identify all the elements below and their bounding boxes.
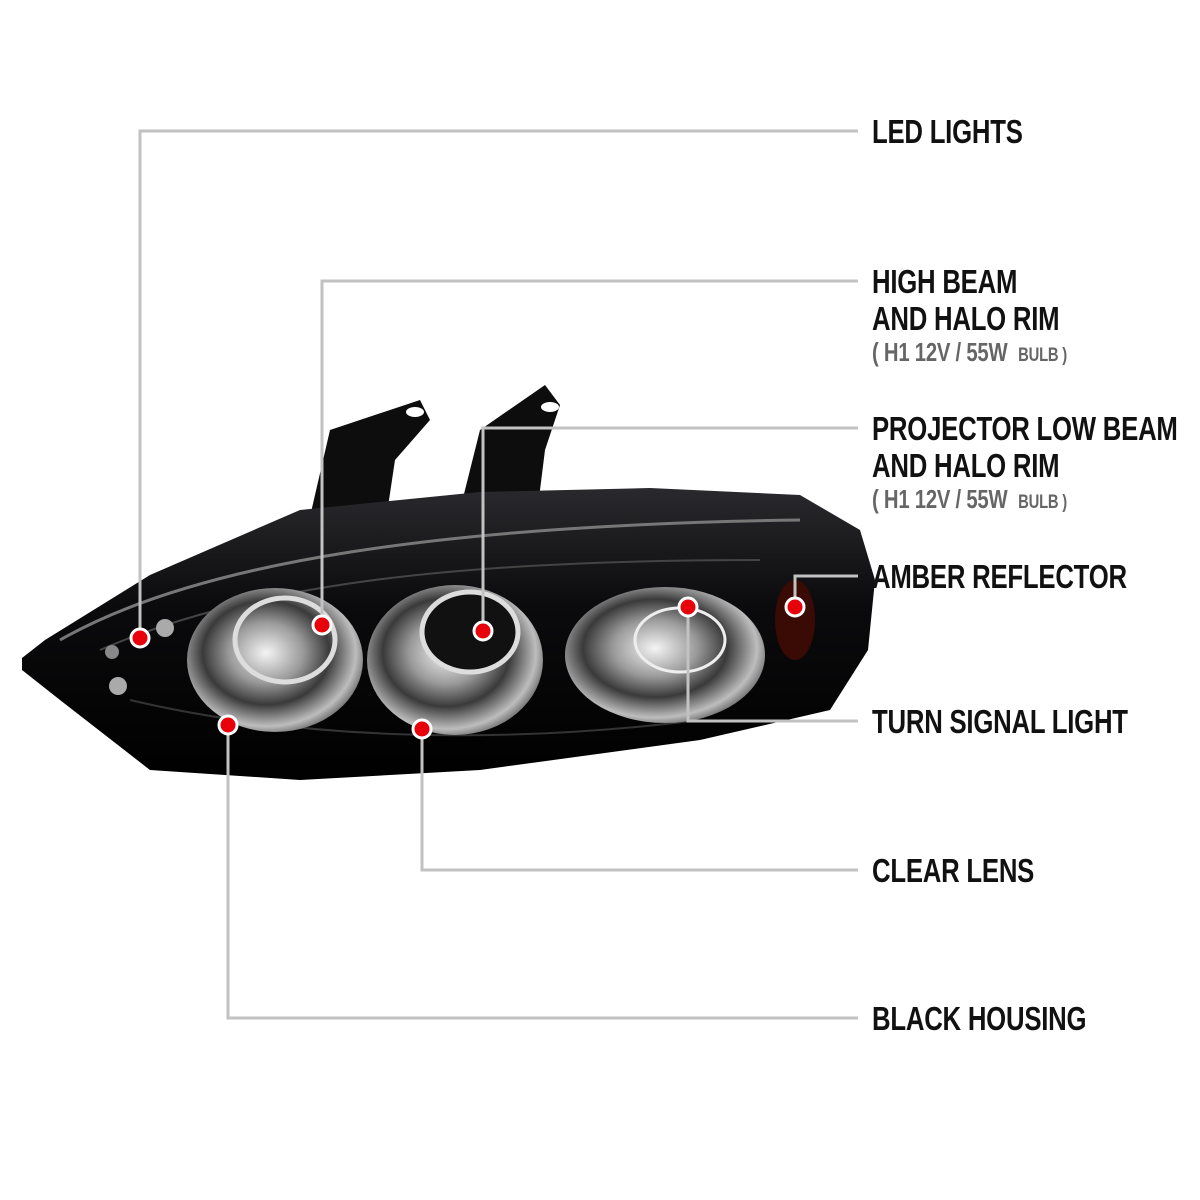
label-text: AND HALO RIM: [872, 447, 1060, 484]
marker-amber: [784, 596, 806, 618]
label-text: LED LIGHTS: [872, 113, 1023, 150]
spec-text: ( H1 12V / 55W: [872, 484, 1008, 514]
bulb-spec: ( H1 12V / 55W BULB ): [872, 337, 1067, 371]
label-text: HIGH BEAM: [872, 263, 1018, 300]
label-projector-low-beam: PROJECTOR LOW BEAM AND HALO RIM ( H1 12V…: [872, 410, 1178, 518]
label-text: AND HALO RIM: [872, 300, 1060, 337]
label-text: TURN SIGNAL LIGHT: [872, 703, 1128, 740]
leader-line-turn-signal: [686, 607, 858, 723]
leader-line-black-housing: [226, 725, 858, 1020]
label-led-lights: LED LIGHTS: [872, 113, 1023, 150]
label-black-housing: BLACK HOUSING: [872, 1000, 1087, 1037]
leader-line-high-beam: [320, 279, 858, 625]
label-text: AMBER REFLECTOR: [872, 558, 1127, 595]
marker-projector: [472, 620, 494, 642]
bulb-text: BULB ): [1018, 492, 1067, 513]
label-turn-signal: TURN SIGNAL LIGHT: [872, 703, 1128, 740]
amber-reflector-shape: [775, 580, 815, 660]
label-text: CLEAR LENS: [872, 852, 1035, 889]
leader-line-clear-lens: [420, 729, 858, 872]
spec-text: ( H1 12V / 55W: [872, 337, 1008, 367]
bulb-spec: ( H1 12V / 55W BULB ): [872, 484, 1178, 518]
marker-black-housing: [217, 714, 239, 736]
led-light: [156, 619, 174, 637]
turn-signal-lens: [565, 587, 765, 723]
label-amber-reflector: AMBER REFLECTOR: [872, 558, 1127, 595]
label-text: BLACK HOUSING: [872, 1000, 1087, 1037]
marker-clear-lens: [411, 718, 433, 740]
bulb-text: BULB ): [1018, 345, 1067, 366]
marker-led-lights: [129, 627, 151, 649]
marker-high-beam: [311, 614, 333, 636]
leader-line-led-lights: [138, 129, 858, 638]
label-text: PROJECTOR LOW BEAM: [872, 410, 1178, 447]
label-high-beam: HIGH BEAM AND HALO RIM ( H1 12V / 55W BU…: [872, 263, 1067, 371]
high-beam-lens: [187, 588, 363, 732]
marker-turn-signal: [677, 596, 699, 618]
label-clear-lens: CLEAR LENS: [872, 852, 1034, 889]
leader-line-projector: [481, 426, 858, 631]
